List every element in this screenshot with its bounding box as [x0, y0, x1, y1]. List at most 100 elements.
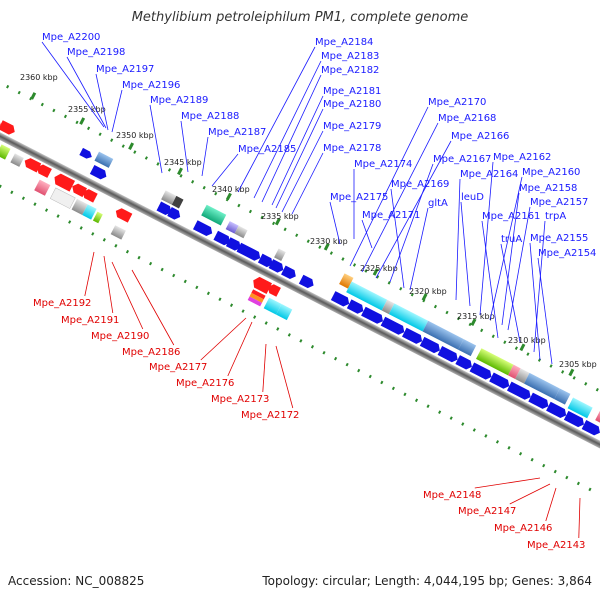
gene-label: Mpe_A2161 [482, 211, 540, 222]
gene-block [595, 409, 600, 425]
gene-label: Mpe_A2166 [451, 131, 509, 142]
leader-line [111, 261, 144, 330]
gene-label: Mpe_A2191 [61, 315, 119, 326]
scale-label: 2305 kbp [559, 360, 597, 369]
leader-line [149, 104, 163, 174]
gene-block [82, 204, 97, 220]
gene-arrow [528, 392, 549, 409]
leader-line [262, 343, 267, 393]
leader-line [253, 60, 322, 199]
gene-block [508, 364, 521, 380]
gene-block [515, 368, 530, 384]
scale-label: 2360 kbp [20, 73, 58, 82]
gene-label: Mpe_A2184 [315, 37, 373, 48]
leader-line [509, 483, 551, 505]
leader-line [578, 497, 581, 539]
reverse-strand-features [0, 144, 293, 321]
gene-block [554, 388, 571, 405]
gene-arrow [79, 147, 92, 159]
gene-block [171, 195, 184, 209]
gene-arrow [236, 242, 261, 261]
gene-arrow [563, 410, 584, 428]
scale-tick [568, 368, 575, 377]
leader-line [489, 176, 523, 321]
gene-label: Mpe_A2171 [362, 210, 420, 221]
gene-arrow [581, 420, 600, 436]
gene-block [263, 297, 282, 315]
leader-line [375, 140, 452, 279]
scale-label: 2340 kbp [212, 185, 250, 194]
gene-block [524, 372, 560, 400]
gene-label: Mpe_A2198 [67, 47, 125, 58]
gene-label: Mpe_A2177 [149, 362, 207, 373]
gene-arrow [193, 220, 213, 237]
leader-line [545, 487, 557, 522]
leader-line [537, 257, 553, 365]
gene-label: Mpe_A2186 [122, 347, 180, 358]
scale-tick [79, 117, 86, 125]
gene-block [251, 289, 266, 300]
scale-tick [30, 92, 37, 100]
gene-arrow [89, 165, 107, 180]
gene-label: Mpe_A2169 [391, 179, 449, 190]
leader-line [361, 219, 373, 249]
leader-line [281, 130, 324, 213]
scale-label: 2330 kbp [310, 237, 348, 246]
gene-arrow [257, 253, 273, 268]
scale-label: 2350 kbp [116, 131, 154, 140]
gene-label: Mpe_A2148 [423, 490, 481, 501]
gene-arrow [330, 291, 350, 307]
gene-label: Mpe_A2157 [530, 197, 588, 208]
gene-block [381, 299, 395, 315]
leader-line [200, 317, 247, 361]
gene-label: Mpe_A2178 [323, 143, 381, 154]
reverse-gene-leaders [84, 251, 581, 539]
scale-label: 2325 kbp [360, 264, 398, 273]
scale-tick [372, 268, 379, 276]
leader-line [261, 74, 322, 203]
gene-block [346, 281, 388, 311]
gene-block [94, 151, 114, 168]
gene-block [422, 320, 464, 350]
gene-block [476, 348, 514, 376]
gene-block [458, 339, 477, 357]
leader-line [271, 95, 324, 206]
forward-gene-labels: Mpe_A2200Mpe_A2198Mpe_A2197Mpe_A2196Mpe_… [42, 32, 596, 259]
gene-label: Mpe_A2189 [150, 95, 208, 106]
scale-label: 2315 kbp [457, 312, 495, 321]
scale-tick [421, 293, 428, 301]
gene-label: Mpe_A2196 [122, 80, 180, 91]
leader-line [201, 136, 209, 177]
map-title: Methylibium petroleiphilum PM1, complete… [131, 10, 469, 25]
gene-arrow [115, 208, 133, 223]
gene-block [92, 211, 103, 224]
gene-arrow [546, 401, 567, 418]
gene-label: Mpe_A2176 [176, 378, 234, 389]
gene-arrow [253, 276, 273, 294]
gene-label: Mpe_A2158 [519, 183, 577, 194]
leader-line [211, 153, 239, 187]
scale-label: 2320 kbp [409, 287, 447, 296]
gene-arrow [281, 265, 296, 280]
gene-arrow [82, 189, 98, 203]
leader-line [529, 242, 541, 361]
gene-block [0, 144, 11, 160]
gene-arrow [437, 345, 458, 363]
scale-tick [128, 142, 135, 151]
gene-block [247, 296, 262, 307]
gene-label: Mpe_A2168 [438, 113, 496, 124]
gene-arrow [267, 284, 281, 297]
scale-label: 2345 kbp [164, 158, 202, 167]
gene-label: Mpe_A2167 [433, 154, 491, 165]
gene-label: Mpe_A2179 [323, 121, 381, 132]
leader-line [409, 207, 429, 291]
gene-block [161, 190, 177, 205]
gene-block [567, 397, 593, 419]
genome-backbone [0, 113, 600, 486]
gene-label: Mpe_A2200 [42, 32, 100, 43]
gene-label: Mpe_A2183 [321, 51, 379, 62]
gene-arrow [37, 164, 52, 178]
leader-line [237, 46, 316, 193]
leader-line [460, 201, 471, 307]
